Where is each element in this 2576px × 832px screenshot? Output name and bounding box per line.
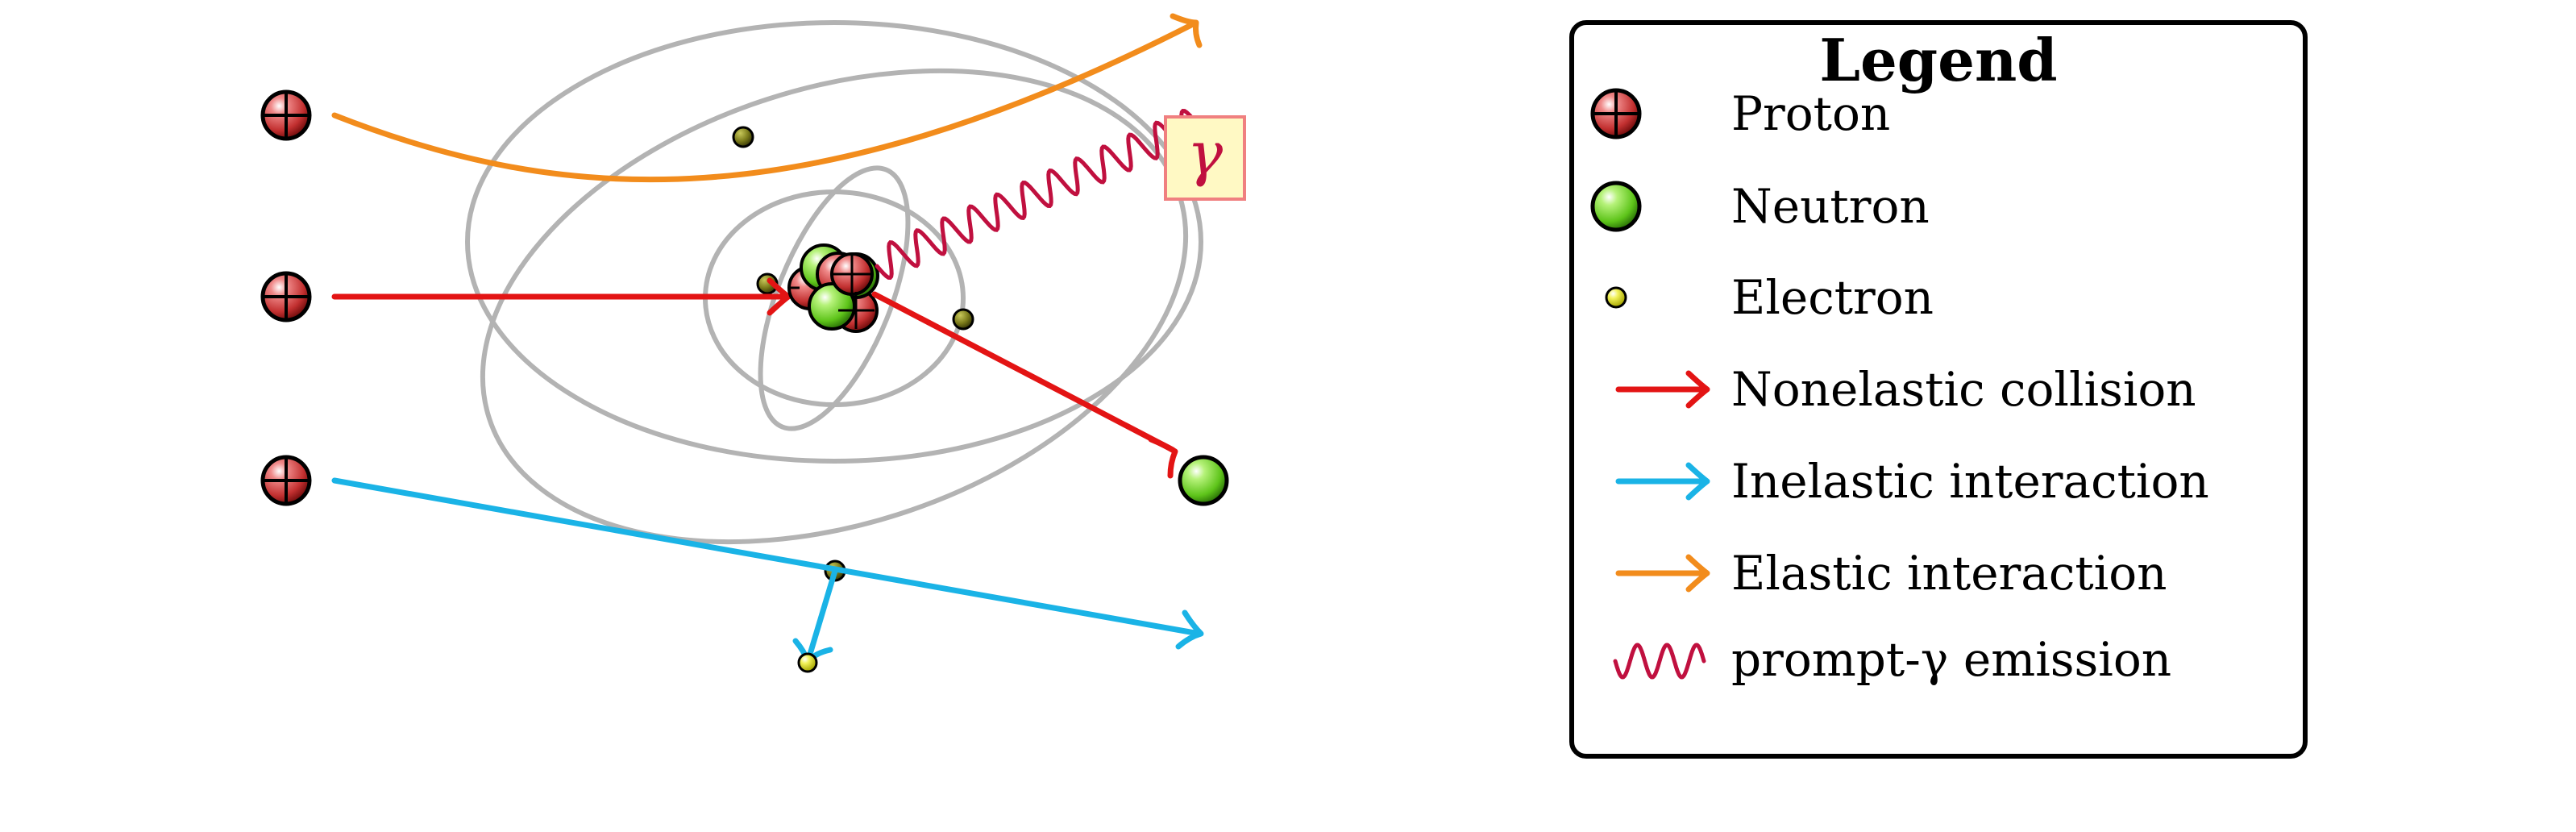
electron-inner-right <box>952 308 974 331</box>
legend-elastic-arrow-icon <box>1615 554 1710 593</box>
legend-electron-label: Electron <box>1731 270 1934 325</box>
legend-inelastic-arrow-icon <box>1615 462 1710 501</box>
proton-nonelastic-source <box>260 271 312 322</box>
electron-top <box>732 126 754 148</box>
legend-elastic-label: Elastic interaction <box>1731 546 2167 601</box>
nonelastic-outgoing-arrow <box>871 291 1178 479</box>
gamma-label: γ <box>1187 119 1224 189</box>
legend-title: Legend <box>1819 26 2057 94</box>
legend-gamma-wave-icon <box>1613 643 1706 680</box>
legend: Legend Proton Neutron Electron Nonelasti… <box>1569 20 2308 759</box>
elastic-interaction-arrow <box>331 13 1203 183</box>
gamma-label-box: γ <box>1164 115 1246 201</box>
prompt-gamma-wave <box>875 108 1199 281</box>
ejected-electron <box>797 652 818 673</box>
ejected-neutron <box>1178 455 1229 506</box>
legend-nonelastic-label: Nonelastic collision <box>1731 362 2196 417</box>
incoming-protons <box>260 89 312 506</box>
nucleus <box>787 243 879 333</box>
orbit-electrons <box>732 126 974 582</box>
legend-inelastic-label: Inelastic interaction <box>1731 454 2209 509</box>
legend-electron-icon <box>1605 286 1627 309</box>
legend-neutron-icon <box>1590 181 1642 232</box>
inelastic-interaction-arrow <box>331 477 1204 664</box>
legend-proton-label: Proton <box>1731 86 1890 141</box>
legend-nonelastic-arrow-icon <box>1615 370 1710 409</box>
legend-gamma-label: prompt-γ emission <box>1731 632 2171 687</box>
tilted-inner-orbit <box>758 165 911 431</box>
proton-inelastic-source <box>260 455 312 506</box>
legend-neutron-label: Neutron <box>1731 179 1930 234</box>
nucleus-neutron <box>808 282 856 331</box>
legend-proton-icon <box>1590 88 1642 139</box>
nucleus-proton-cross <box>791 255 875 329</box>
legend-box <box>1569 20 2308 759</box>
outer-orbit <box>465 20 1203 464</box>
nonelastic-incoming-arrow <box>331 277 791 316</box>
proton-elastic-source <box>260 89 312 141</box>
